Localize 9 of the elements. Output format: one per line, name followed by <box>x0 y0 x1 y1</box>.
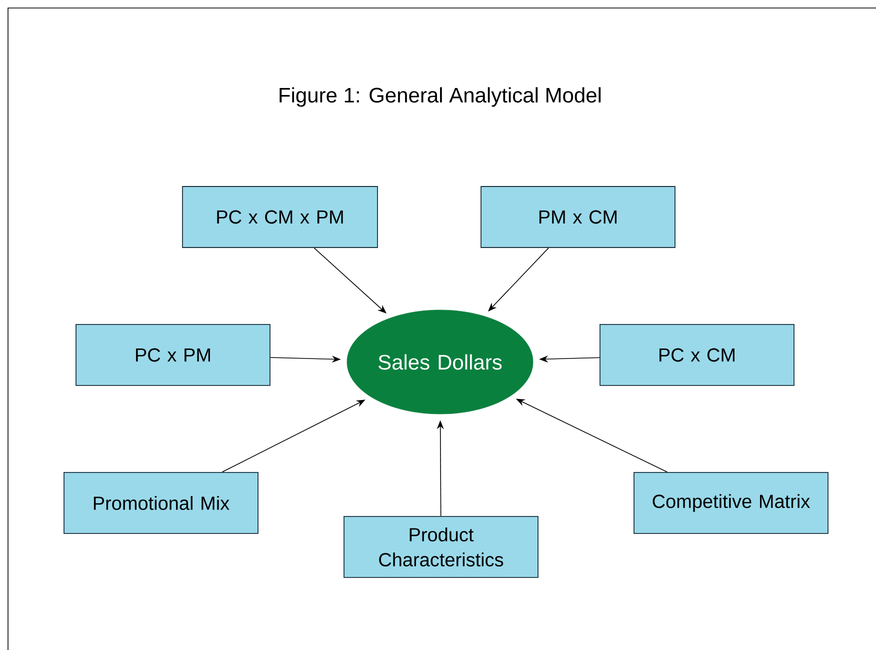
process-box: PC x CM x PM <box>182 186 378 248</box>
title: Figure 1: General Analytical Model <box>280 87 601 107</box>
process-box: Competitive Matrix <box>634 472 828 534</box>
process-box: PC x CM <box>600 324 794 386</box>
process-box: PC x PM <box>76 324 270 386</box>
ellipse-node: Sales Dollars <box>346 310 534 414</box>
process-box: Promotional Mix <box>64 472 258 534</box>
process-box: PM x CM <box>480 186 676 248</box>
process-box: Product Characteristics <box>344 516 538 578</box>
